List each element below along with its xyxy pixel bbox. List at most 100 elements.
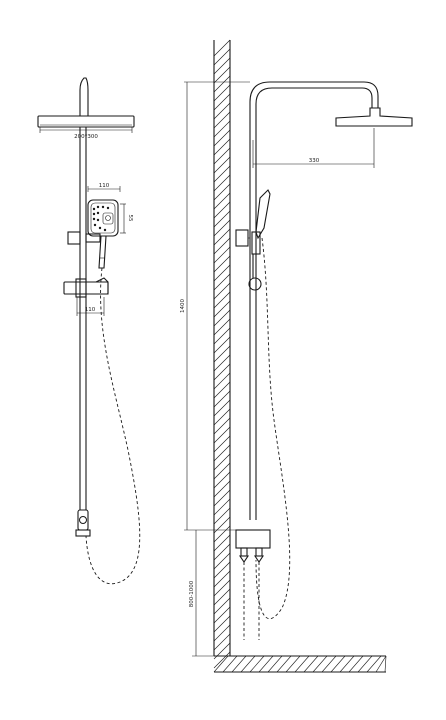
- wall-hatch-line: [213, 354, 231, 372]
- wall-hatch-line: [213, 381, 231, 399]
- floor-hatch-line: [231, 655, 247, 673]
- wall-hatch-line: [213, 588, 231, 606]
- wall-hatch-line: [213, 183, 231, 201]
- wall-hatch-line: [213, 75, 231, 93]
- floor-hatch-line: [312, 655, 328, 673]
- front-hand-shower: [87, 199, 119, 237]
- wall-hatch-line: [213, 570, 231, 588]
- wall-hatch-line: [213, 120, 231, 138]
- floor-hatch-line: [348, 655, 364, 673]
- wall-hatch-line: [213, 390, 231, 408]
- floor-hatch-line: [222, 655, 238, 673]
- front-top-riser: [79, 77, 89, 116]
- side-mixer-body: [235, 529, 271, 549]
- floor-hatch-line: [339, 655, 355, 673]
- wall-hatch-line: [213, 498, 231, 516]
- wall-hatch-line: [213, 237, 231, 255]
- wall-hatch-line: [213, 462, 231, 480]
- floor-hatch-line: [384, 655, 387, 673]
- wall-hatch-line: [213, 192, 231, 210]
- front-shower-head: [37, 115, 135, 128]
- floor-hatch-line: [276, 655, 292, 673]
- side-inlet-left: [238, 555, 250, 563]
- spray-nozzles: [92, 205, 114, 232]
- wall-hatch-line: [213, 633, 231, 651]
- wall-hatch-line: [213, 219, 231, 237]
- wall-hatch-line: [213, 534, 231, 552]
- wall-hatch-line: [213, 255, 231, 273]
- wall-hatch-line: [213, 336, 231, 354]
- handset-width-label: 110: [99, 183, 110, 189]
- floor-hatch-line: [240, 655, 256, 673]
- front-hose: [85, 267, 141, 585]
- wall-hatch-line: [213, 561, 231, 579]
- wall-hatch-line: [213, 471, 231, 489]
- wall-hatch-line: [213, 372, 231, 390]
- wall-hatch-line: [213, 84, 231, 102]
- wall-hatch-line: [213, 525, 231, 543]
- side-inlet-right: [253, 555, 265, 563]
- front-view: 200*300 110 55: [37, 77, 141, 585]
- wall-hatch-line: [213, 273, 231, 291]
- wall-hatch-line: [213, 345, 231, 363]
- floor-hatch-line: [330, 655, 346, 673]
- wall-hatch-line: [213, 615, 231, 633]
- wall-hatch-line: [213, 147, 231, 165]
- handset-height-label: 55: [127, 215, 133, 222]
- wall-hatch-line: [213, 129, 231, 147]
- wall-hatch-line: [213, 309, 231, 327]
- wall-hatch-line: [213, 426, 231, 444]
- wall-hatch-line: [213, 165, 231, 183]
- floor-hatch-line: [267, 655, 283, 673]
- wall-hatch-line: [213, 156, 231, 174]
- wall-hatch-line: [213, 579, 231, 597]
- side-hand-shower: [255, 189, 271, 240]
- total-height-label: 1400: [180, 299, 186, 313]
- wall: [213, 39, 231, 669]
- wall-hatch-line: [213, 174, 231, 192]
- wall-hatch-line: [213, 417, 231, 435]
- arm-reach-label: 330: [309, 158, 320, 164]
- floor-hatch-line: [213, 655, 229, 673]
- wall-hatch-line: [213, 651, 231, 669]
- wall-hatch-line: [213, 624, 231, 642]
- wall-hatch-line: [213, 327, 231, 345]
- wall-hatch-line: [213, 48, 231, 66]
- floor-hatch-line: [249, 655, 265, 673]
- wall-hatch-line: [213, 480, 231, 498]
- side-slide-bracket: [248, 277, 262, 291]
- bracket-width-label: 110: [85, 307, 96, 313]
- wall-hatch-line: [213, 264, 231, 282]
- wall-hatch-line: [213, 543, 231, 561]
- wall-hatch-line: [213, 57, 231, 75]
- wall-hatch-line: [213, 246, 231, 264]
- wall-hatch-line: [213, 408, 231, 426]
- wall-hatch-line: [213, 552, 231, 570]
- wall-hatch-line: [213, 93, 231, 111]
- floor-hatch-line: [285, 655, 301, 673]
- floor-hatch-line: [258, 655, 274, 673]
- wall-hatch-line: [213, 507, 231, 525]
- side-hose: [255, 237, 291, 619]
- wall-hatch-line: [213, 102, 231, 120]
- wall-hatch-line: [213, 300, 231, 318]
- wall-hatch-line: [213, 318, 231, 336]
- wall-hatch-line: [213, 282, 231, 300]
- wall-hatch-line: [213, 291, 231, 309]
- wall-hatch-line: [213, 201, 231, 219]
- front-hand-shower-handle: [98, 235, 107, 269]
- wall-hatch-line: [213, 606, 231, 624]
- wall-hatch-line: [213, 66, 231, 84]
- floor-hatch-line: [375, 655, 387, 673]
- wall-hatch-line: [213, 489, 231, 507]
- wall-hatch-line: [213, 399, 231, 417]
- wall-hatch-line: [213, 39, 231, 57]
- wall-hatch-line: [213, 228, 231, 246]
- floor-hatch-line: [357, 655, 373, 673]
- wall-hatch-line: [213, 597, 231, 615]
- wall-hatch-line: [213, 363, 231, 381]
- wall-hatch-line: [213, 138, 231, 156]
- wall-hatch-line: [213, 435, 231, 453]
- side-upper-holder: [235, 229, 249, 247]
- floor: [213, 655, 387, 673]
